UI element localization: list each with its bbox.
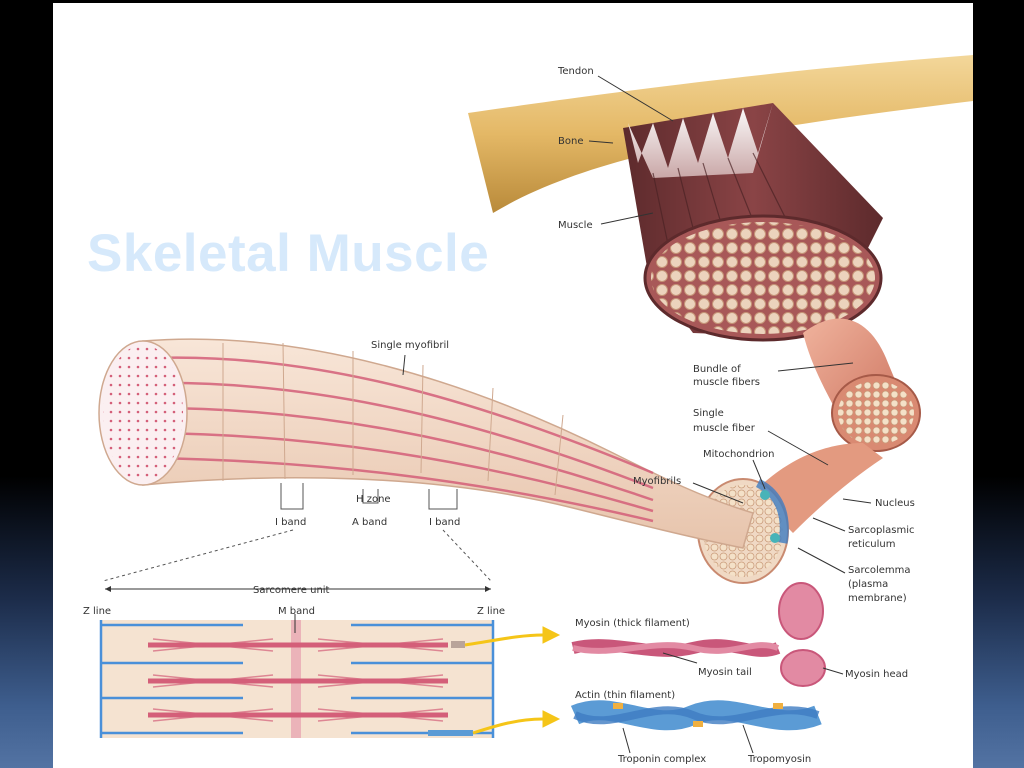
label-myosin-head: Myosin head — [845, 669, 908, 680]
label-sarcoplasmic-2: reticulum — [848, 539, 895, 550]
band-brackets — [280, 483, 458, 510]
myofibril-illustration — [98, 338, 754, 549]
muscle-illustration — [623, 103, 883, 342]
label-nucleus: Nucleus — [875, 498, 915, 509]
label-i-band-right: I band — [429, 517, 460, 528]
label-h-zone: H zone — [356, 494, 391, 505]
label-myofibrils: Myofibrils — [633, 476, 681, 487]
label-sarcolemma-3: membrane) — [848, 593, 907, 604]
slide: Tendon Bone Muscle Bundle of muscle fibe… — [53, 3, 973, 768]
myosin-illustration — [571, 582, 826, 687]
fiber-bundle-illustration — [803, 318, 921, 452]
label-troponin: Troponin complex — [617, 754, 706, 765]
label-myosin-tail: Myosin tail — [698, 667, 752, 678]
label-tropomyosin: Tropomyosin — [747, 754, 811, 765]
label-single-fiber-2: muscle fiber — [693, 423, 756, 434]
zoom-arrows — [464, 626, 561, 735]
muscle-diagram: Tendon Bone Muscle Bundle of muscle fibe… — [83, 55, 973, 765]
label-sarcomere-unit: Sarcomere unit — [253, 585, 330, 596]
label-i-band-left: I band — [275, 517, 306, 528]
label-myosin: Myosin (thick filament) — [575, 618, 690, 629]
label-sarcoplasmic-1: Sarcoplasmic — [848, 525, 914, 536]
leader-lines — [294, 75, 872, 754]
slide-title: Skeletal Muscle — [87, 224, 490, 283]
label-bundle-1: Bundle of — [693, 364, 741, 375]
label-bundle-2: muscle fibers — [693, 377, 760, 388]
label-mitochondrion: Mitochondrion — [703, 449, 774, 460]
sarcomere-illustration — [99, 586, 495, 738]
zoom-lines — [102, 529, 492, 582]
label-sarcolemma-1: Sarcolemma — [848, 565, 911, 576]
label-sarcolemma-2: (plasma — [848, 579, 888, 590]
label-actin: Actin (thin filament) — [575, 690, 675, 701]
label-a-band: A band — [352, 517, 387, 528]
diagram-labels: Tendon Bone Muscle Bundle of muscle fibe… — [83, 66, 915, 765]
label-muscle: Muscle — [558, 220, 593, 231]
label-bone: Bone — [558, 136, 583, 147]
label-z-line-right: Z line — [477, 606, 505, 617]
label-z-line-left: Z line — [83, 606, 111, 617]
label-tendon: Tendon — [557, 66, 594, 77]
label-single-myofibril: Single myofibril — [371, 340, 449, 351]
actin-illustration — [570, 700, 822, 731]
label-single-fiber-1: Single — [693, 408, 724, 419]
label-m-band: M band — [278, 606, 315, 617]
